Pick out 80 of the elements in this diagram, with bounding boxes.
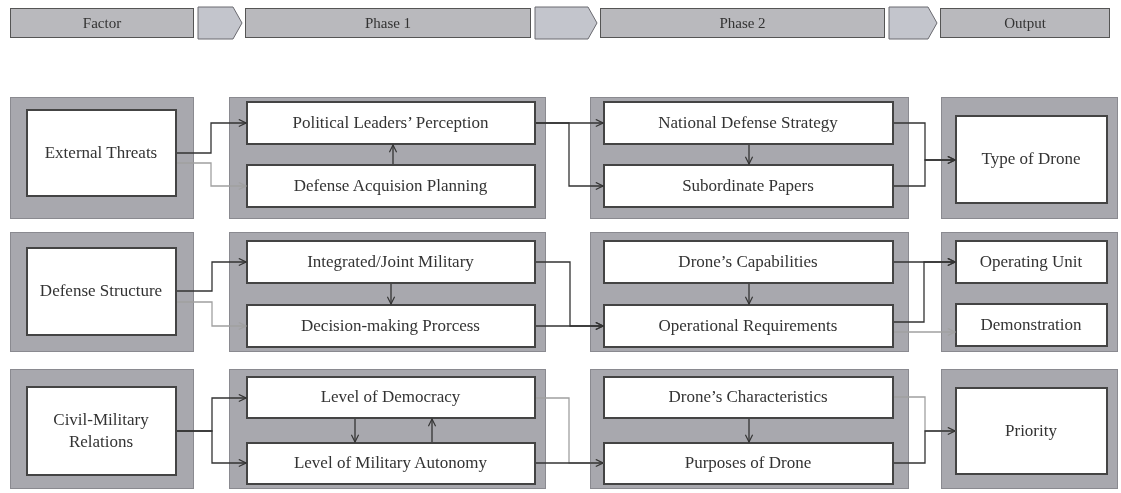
arrow (893, 327, 956, 337)
process-box (25, 246, 177, 336)
node-label: Priority (1004, 419, 1058, 442)
group-panel (941, 369, 1118, 489)
header-label: Output (1003, 14, 1047, 32)
arrow (744, 418, 754, 443)
header-label: Factor (81, 14, 123, 32)
arrow (535, 122, 604, 191)
arrow (350, 418, 360, 443)
header-label: Phase 2 (718, 14, 767, 32)
node-label: Level of Democracy (319, 386, 462, 408)
process-box (245, 239, 536, 284)
group-panel (590, 97, 909, 219)
group-panel (941, 232, 1118, 352)
header-box (600, 8, 885, 38)
group-panel (941, 97, 1118, 219)
chevron-arrow (534, 6, 598, 40)
group-panel (590, 369, 909, 489)
process-box (954, 239, 1108, 284)
arrow (176, 118, 247, 154)
process-box (602, 375, 894, 419)
process-box (602, 163, 894, 208)
node-label: Civil-Military Relations (52, 409, 150, 452)
node-label: Defense Structure (38, 280, 164, 302)
chevron-arrow (197, 6, 243, 40)
arrow (893, 257, 956, 323)
node-label: Drone’s Characteristics (667, 386, 829, 408)
header-label: Phase 1 (363, 14, 413, 32)
group-panel (10, 97, 194, 219)
node-label: Demonstration (979, 313, 1083, 336)
group-panel (229, 369, 546, 489)
process-box (602, 239, 894, 284)
node-label: Subordinate Papers (681, 174, 815, 197)
node-label: External Threats (43, 141, 159, 164)
chevron-arrow (888, 6, 938, 40)
group-panel (229, 97, 546, 219)
node-label: Type of Drone (980, 148, 1082, 170)
group-panel (10, 369, 194, 489)
process-box (245, 303, 536, 348)
node-label: National Defense Strategy (657, 111, 839, 134)
process-box (25, 385, 177, 476)
process-box (602, 303, 894, 348)
arrow (535, 458, 604, 468)
arrow (176, 430, 247, 468)
arrow (388, 144, 398, 165)
process-box (245, 163, 536, 208)
process-box (954, 386, 1108, 475)
node-label: Operating Unit (978, 250, 1084, 273)
arrow (386, 283, 396, 305)
node-label: Decision-making Prorcess (300, 314, 481, 337)
process-box (25, 108, 177, 197)
arrow (176, 162, 247, 191)
process-box (245, 375, 536, 419)
arrow (176, 301, 247, 331)
node-label: Operational Requirements (657, 314, 839, 337)
group-panel (10, 232, 194, 352)
node-label: Purposes of Drone (683, 452, 813, 474)
arrow (744, 283, 754, 305)
node-label: Level of Military Autonomy (292, 452, 489, 474)
node-label: Political Leaders’ Perception (291, 111, 490, 134)
arrow (427, 418, 437, 443)
arrow (744, 144, 754, 165)
node-label: Defense Acquision Planning (292, 174, 489, 197)
node-label: Integrated/Joint Military (306, 250, 475, 273)
arrow (893, 155, 956, 187)
process-box (602, 100, 894, 145)
arrow (893, 426, 956, 464)
process-box (245, 100, 536, 145)
header-box (940, 8, 1110, 38)
header-box (10, 8, 194, 38)
header-box (245, 8, 531, 38)
group-panel (229, 232, 546, 352)
arrow (176, 257, 247, 292)
process-box (245, 441, 536, 485)
process-box (602, 441, 894, 485)
process-box (954, 302, 1108, 347)
group-panel (590, 232, 909, 352)
process-box (954, 114, 1108, 204)
node-label: Drone’s Capabilities (677, 250, 819, 273)
arrow (535, 321, 604, 331)
